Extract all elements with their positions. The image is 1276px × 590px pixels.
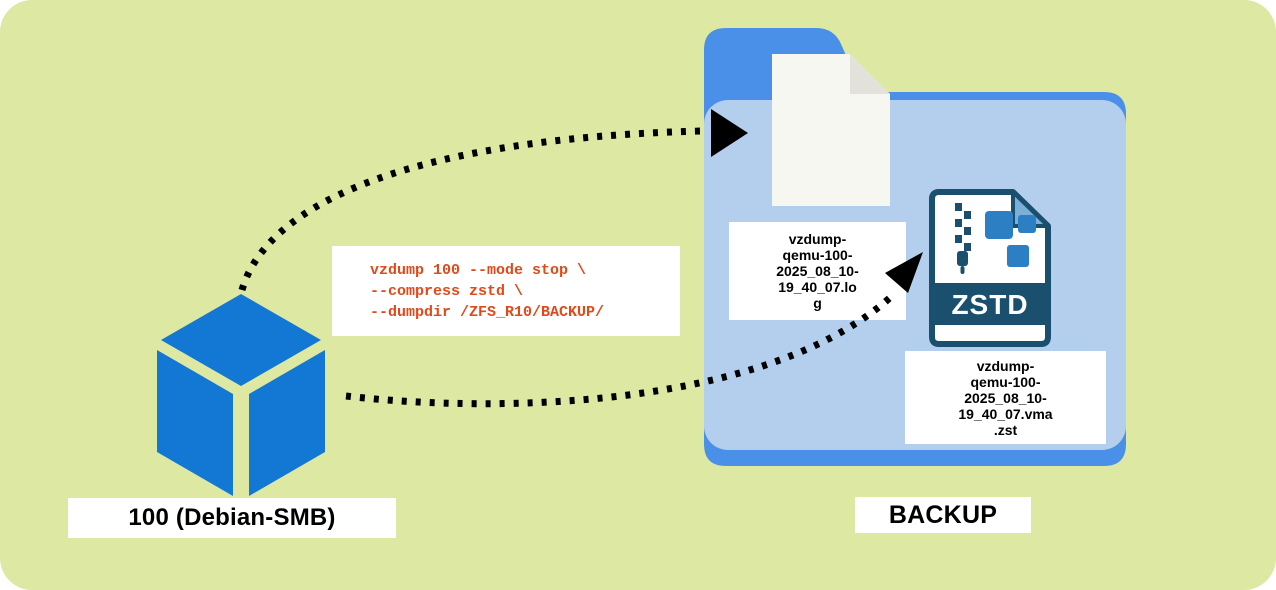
log-filename-label: vzdump-qemu-100-2025_08_10-19_40_07.log [776,231,859,311]
vzdump-command-box: vzdump 100 --mode stop \ --compress zstd… [332,246,680,336]
zstd-squares-icon [985,211,1036,267]
zstd-badge-text: ZSTD [951,289,1028,320]
command-line-3: --dumpdir /ZFS_R10/BACKUP/ [370,304,605,321]
vm-caption-box: 100 (Debian-SMB) [68,498,396,538]
zstd-file-icon: ZSTD [929,189,1051,347]
command-line-1: vzdump 100 --mode stop \ [370,262,587,279]
archive-filename-box: vzdump-qemu-100-2025_08_10-19_40_07.vma.… [905,351,1106,444]
cube-right-face [249,350,325,496]
zipper-icon [955,203,971,274]
backup-caption: BACKUP [888,500,998,529]
vm-cube-icon [157,294,325,496]
log-document-icon [772,54,890,206]
document-fold-shape [850,54,890,94]
cube-top-face [161,294,321,386]
cube-left-face [157,350,233,496]
command-line-2: --compress zstd \ [370,283,524,300]
vm-caption: 100 (Debian-SMB) [128,504,336,531]
archive-filename-label: vzdump-qemu-100-2025_08_10-19_40_07.vma.… [958,357,1053,438]
zstd-banner [932,283,1048,325]
backup-caption-box: BACKUP [855,497,1031,533]
log-filename-box: vzdump-qemu-100-2025_08_10-19_40_07.log [729,222,906,320]
